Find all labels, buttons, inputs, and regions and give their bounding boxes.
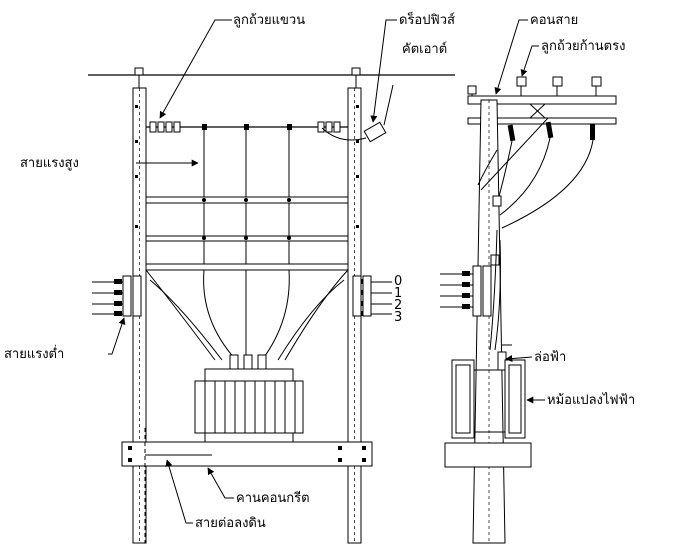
drop-fuse-cutout [321,84,394,143]
side-pole [472,99,506,544]
label-drop-fuse-line1: ดร็อปฟิวส์ [399,10,455,28]
label-suspension-insulator: ลูกถ้วยแขวน [233,13,305,28]
side-view [440,76,617,544]
side-fuses [507,121,595,142]
lv-bus-left [92,275,142,317]
side-pin-insulators [467,76,602,95]
label-lightning-arrester: ล่อฟ้า [534,350,566,365]
label-concrete-beam: คานคอนกรีต [236,490,310,506]
pole-bolts [135,105,359,228]
concrete-beam-front [121,441,373,467]
hv-clamps [202,124,292,130]
label-crossarm: คอนสาย [530,13,578,28]
lv-terminal-1: 1 [394,286,402,301]
label-low-voltage-line: สายแรงต่ำ [4,345,64,362]
lv-terminal-2: 2 [394,298,402,313]
label-drop-fuse-line2: คัตเอาต์ [402,41,447,57]
lv-terminal-0: 0 [394,274,402,289]
suspension-insulator-left [149,121,181,133]
side-concrete-beam [444,442,532,468]
transformer-front [194,354,304,444]
front-cross-braces [145,196,349,271]
label-transformer: หม้อแปลงไฟฟ้า [547,392,635,408]
label-ground-wire: สายต่อลงดิน [195,516,266,531]
label-high-voltage-line: สายแรงสูง [20,156,79,171]
lv-terminal-3: 3 [394,310,402,325]
label-pin-insulator: ลูกถ้วยก้านตรง [541,39,625,54]
front-view [88,67,455,544]
leader-lines [108,19,545,524]
suspension-insulator-right [317,121,341,133]
lv-bus-right [352,275,392,317]
transformer-side [451,359,526,439]
